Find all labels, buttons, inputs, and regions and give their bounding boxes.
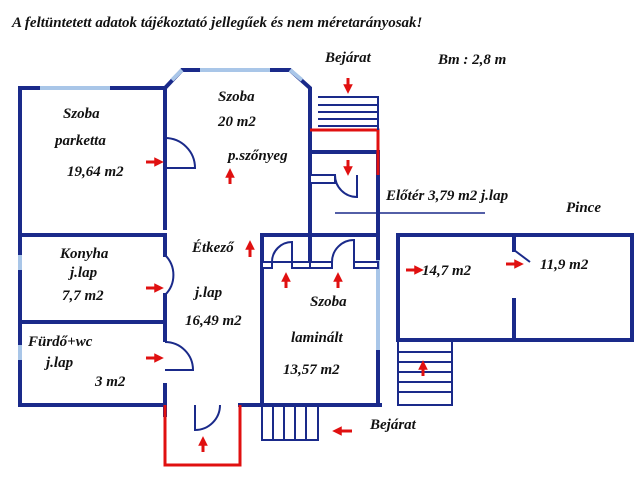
- pince-room1-area: 14,7 m2: [422, 263, 472, 279]
- szoba-laminalt-floor: laminált: [291, 330, 343, 346]
- etkezo-area: 16,49 m2: [185, 313, 242, 329]
- konyha-floor: j.lap: [70, 265, 98, 281]
- windows: [18, 68, 380, 360]
- disclaimer: A feltüntetett adatok tájékoztató jelleg…: [12, 15, 423, 31]
- doors: [164, 137, 531, 432]
- stairs-pince: [397, 340, 453, 406]
- szoba-szonyeg-name: Szoba: [218, 89, 255, 105]
- furdo-name: Fürdő+wc: [28, 334, 93, 350]
- szoba-szonyeg-floor: p.szőnyeg: [228, 148, 288, 164]
- furdo-floor: j.lap: [46, 355, 74, 371]
- pince-name: Pince: [566, 200, 601, 216]
- konyha-area: 7,7 m2: [62, 288, 104, 304]
- eloter-label: Előtér 3,79 m2 j.lap: [386, 188, 509, 204]
- szoba-parketta-name: Szoba: [63, 106, 100, 122]
- etkezo-name: Étkező: [192, 240, 234, 256]
- stairs-bottom: [261, 405, 319, 441]
- szoba-laminalt-name: Szoba: [310, 294, 347, 310]
- door-frames: [261, 174, 379, 269]
- stairs-top: [318, 96, 379, 130]
- top-entrance-label: Bejárat: [325, 50, 371, 66]
- arrows: [146, 78, 524, 452]
- pince-room2-area: 11,9 m2: [540, 257, 589, 273]
- szoba-szonyeg-area: 20 m2: [218, 114, 256, 130]
- furdo-area: 3 m2: [95, 374, 126, 390]
- bottom-entrance-label: Bejárat: [370, 417, 416, 433]
- etkezo-floor: j.lap: [195, 285, 223, 301]
- szoba-parketta-floor: parketta: [55, 133, 106, 149]
- ceiling-height: Bm : 2,8 m: [438, 52, 507, 68]
- konyha-name: Konyha: [60, 246, 109, 262]
- szoba-parketta-area: 19,64 m2: [67, 164, 124, 180]
- szoba-laminalt-area: 13,57 m2: [283, 362, 340, 378]
